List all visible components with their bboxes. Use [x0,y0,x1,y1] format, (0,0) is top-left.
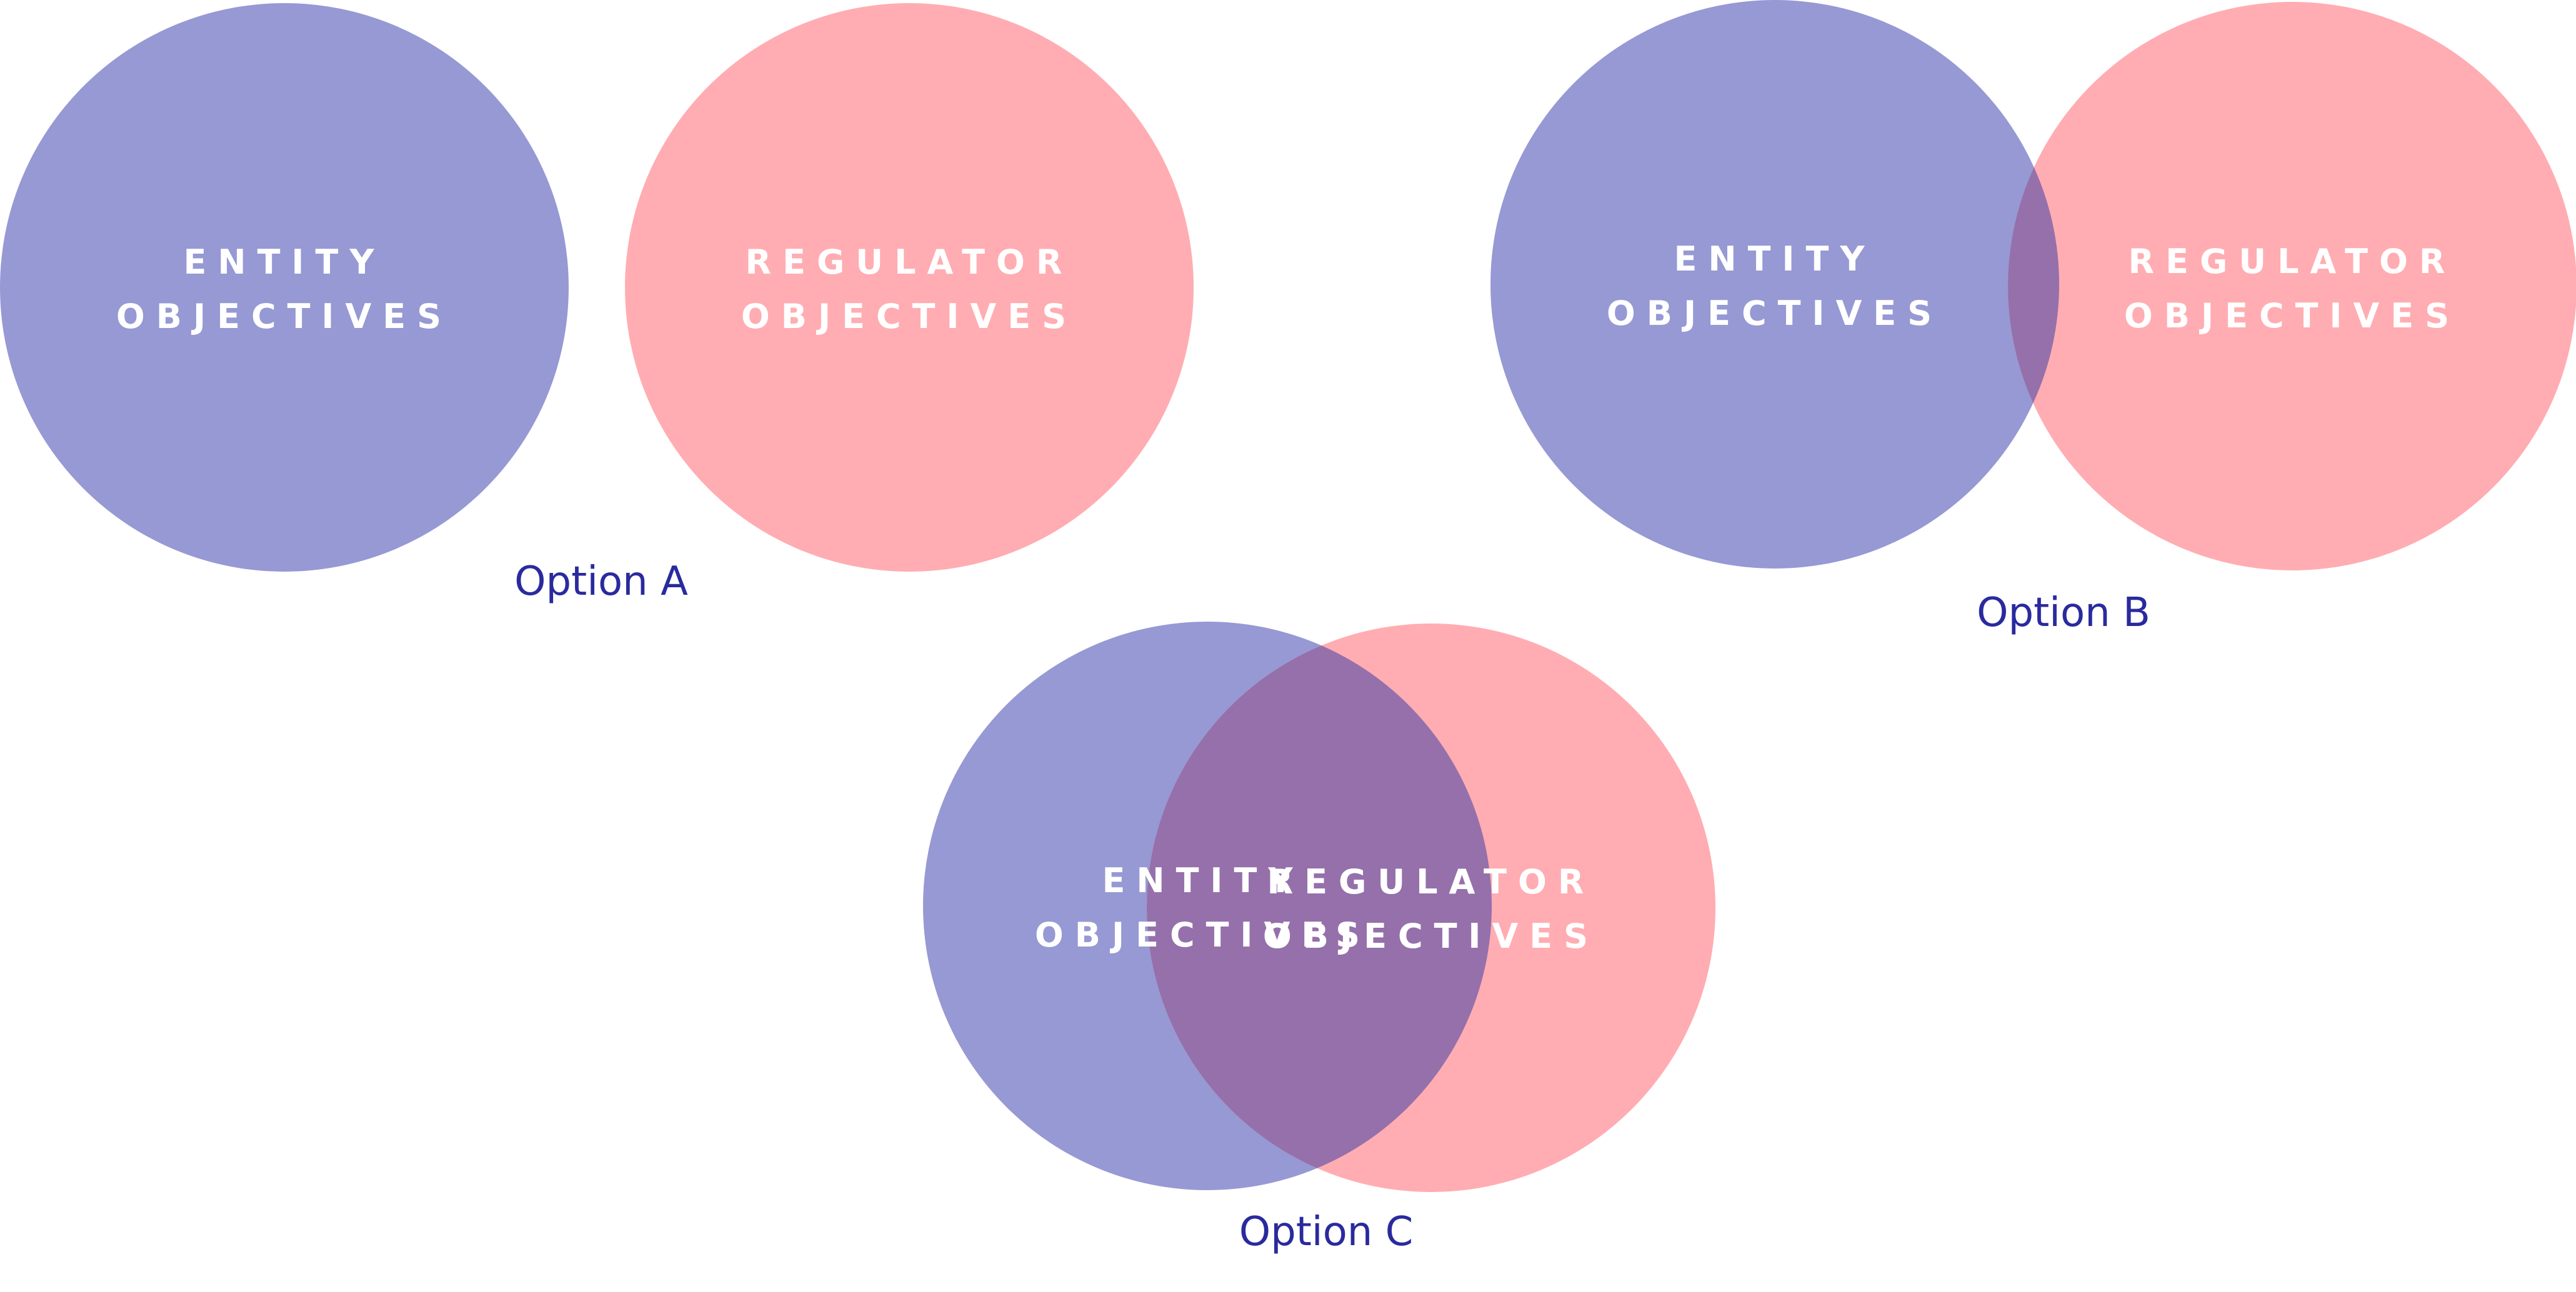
option-c-regulator-label-line1-faded: REGULATOR [1267,862,1595,902]
option-a-entity-circle [0,3,569,572]
option-c-entity-label-line2: OBJECTIVES [1035,915,1371,955]
option-b-caption: Option B [1977,590,2150,636]
option-a-regulator-label-line2: OBJECTIVES [741,297,1077,336]
option-b-group: ENTITY OBJECTIVES REGULATOR OBJECTIVES O… [1490,0,2576,636]
option-a-group: ENTITY OBJECTIVES REGULATOR OBJECTIVES O… [0,3,1194,605]
option-a-caption: Option A [514,559,688,605]
option-c-regulator-label-faded: REGULATOR OBJECTIVES [1263,862,1599,956]
option-a-regulator-circle [625,3,1194,572]
option-b-entity-label-line1: ENTITY [1674,239,1876,279]
option-b-entity-circle [1490,0,2059,569]
option-c-entity-label-line1: ENTITY [1102,861,1304,900]
option-a-entity-label-line2: OBJECTIVES [116,297,452,336]
option-b-regulator-circle [2008,2,2576,570]
option-a-entity-label-line1: ENTITY [184,242,386,282]
option-c-caption: Option C [1239,1209,1414,1255]
option-c-regulator-label-line2-faded: OBJECTIVES [1263,917,1599,956]
option-b-regulator-label-line1: REGULATOR [2129,242,2457,281]
option-c-overlap-region [1147,624,1492,1190]
option-a-regulator-label-line1: REGULATOR [746,242,1074,282]
option-b-regulator-label-line2: OBJECTIVES [2124,296,2460,335]
option-b-entity-label-line2: OBJECTIVES [1607,294,1943,333]
option-c-group: REGULATOR OBJECTIVES REGULATOR OBJECTIVE… [923,622,1715,1255]
option-c-regulator-label-line1: REGULATOR [1267,862,1595,902]
option-c-regulator-label-line2: OBJECTIVES [1263,917,1599,956]
option-c-regulator-label: REGULATOR OBJECTIVES [1263,862,1599,956]
